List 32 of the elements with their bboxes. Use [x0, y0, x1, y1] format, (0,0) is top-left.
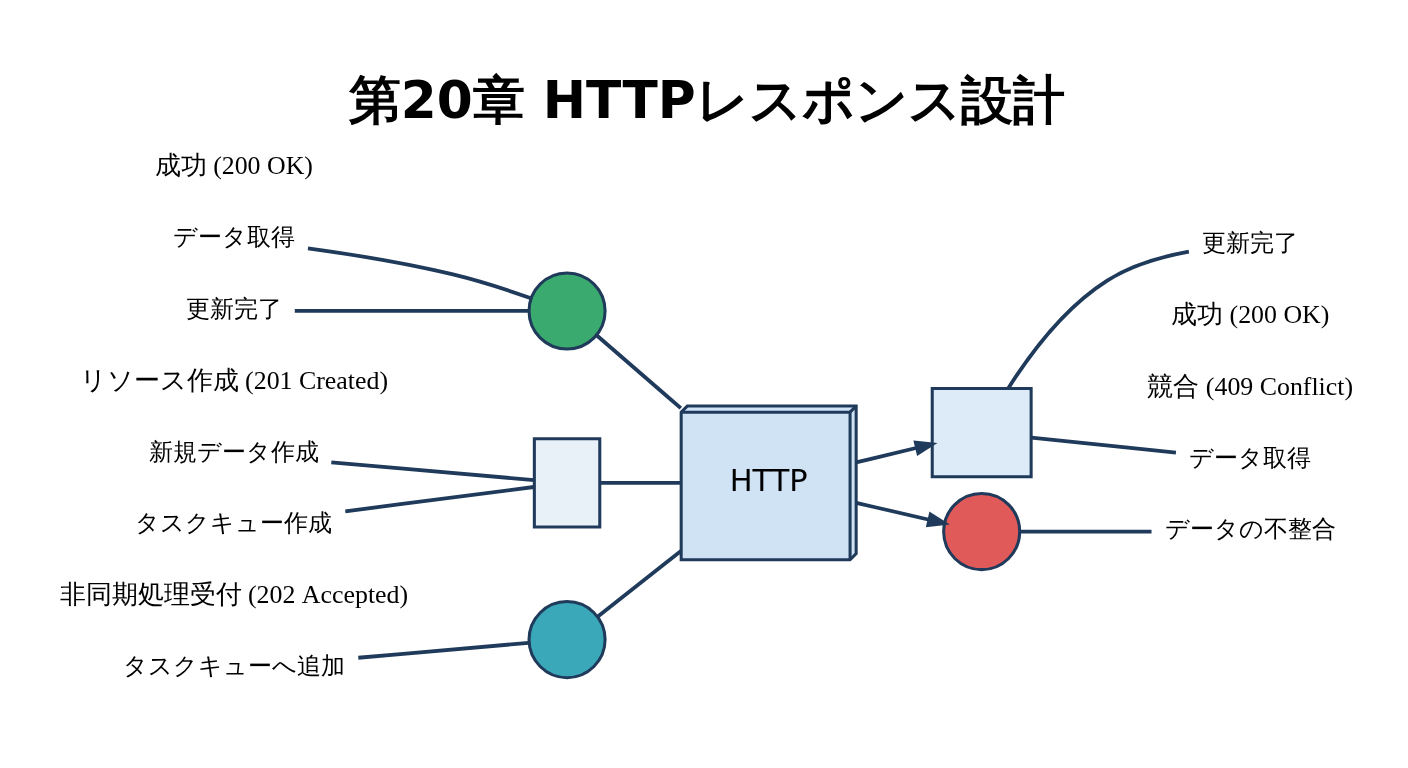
diagram-title: 第20章 HTTPレスポンス設計 [348, 70, 1065, 131]
connector [596, 549, 683, 618]
label: 成功 (200 OK) [1171, 300, 1330, 330]
node-box [532, 437, 602, 529]
connector [345, 485, 535, 514]
node-text: データ取得 [1189, 442, 1312, 472]
arrow [855, 440, 938, 465]
connector [600, 481, 681, 485]
arrow [855, 501, 950, 528]
connector [1031, 435, 1177, 455]
connector [331, 460, 535, 483]
label: 競合 (409 Conflict) [1147, 371, 1354, 401]
node-circle [527, 600, 607, 680]
label: リソース作成 (201 Created) [79, 365, 389, 395]
node-text: タスクキューへ追加 [122, 651, 345, 681]
connector [595, 333, 683, 410]
node-text: データの不整合 [1164, 514, 1336, 544]
node-circle [942, 492, 1022, 572]
connector [1020, 529, 1152, 534]
connector [307, 246, 532, 300]
label: 成功 (200 OK) [154, 151, 313, 181]
node-text: タスクキュー作成 [135, 508, 333, 538]
connector [358, 640, 529, 660]
node-circle [527, 271, 607, 351]
node-text: 更新完了 [1202, 228, 1299, 258]
label: 非同期処理受付 (202 Accepted) [59, 580, 409, 610]
node-box [930, 387, 1033, 479]
node-text: データ取得 [172, 222, 295, 252]
node-text: 新規データ作成 [148, 436, 319, 466]
connector [1006, 249, 1190, 390]
connector [294, 309, 529, 313]
node-text: 更新完了 [185, 293, 282, 323]
